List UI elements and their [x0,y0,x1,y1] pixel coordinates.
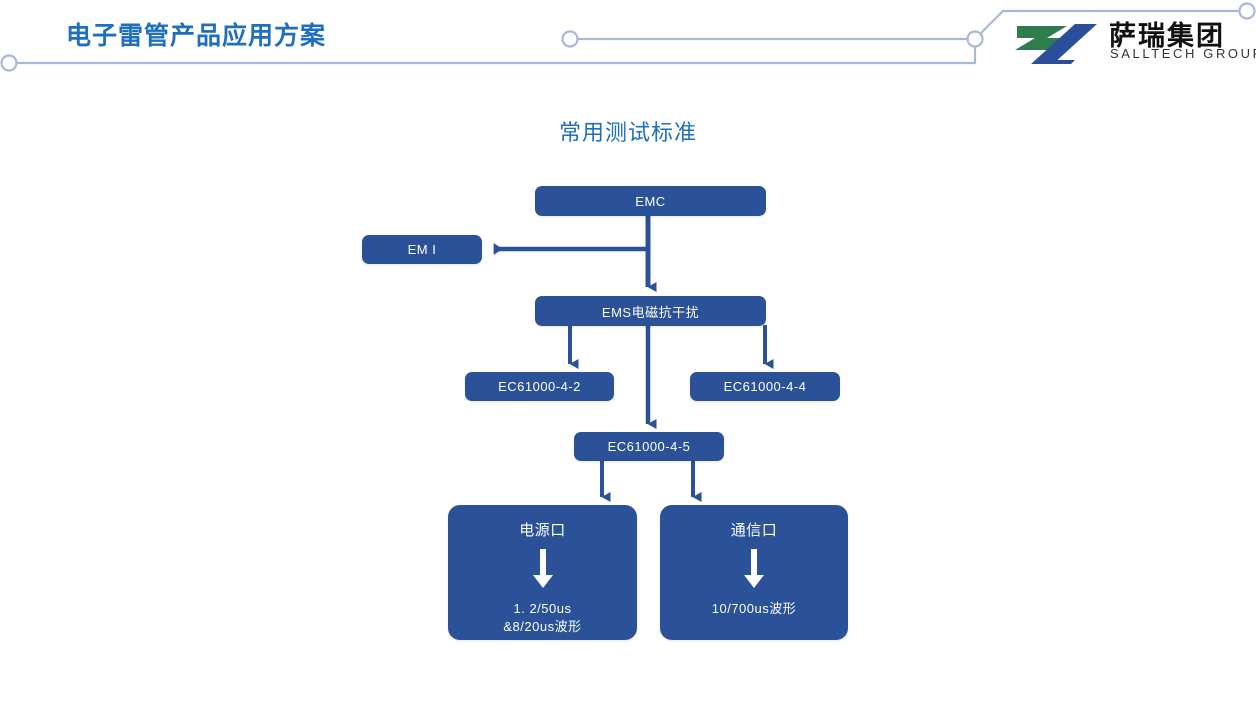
company-logo: 萨瑞集团 SALLTECH GROUP [1013,18,1256,68]
logo-blue-slash [1031,24,1097,64]
node-ec61000-4-4-label: EC61000-4-4 [723,379,807,394]
logo-blue-bar [1043,60,1075,64]
slide-heading: 常用测试标准 [558,120,697,145]
node-emc[interactable]: EMC [535,186,766,216]
node-ec61000-4-2-label: EC61000-4-2 [498,379,581,394]
node-power-port[interactable]: 电源口 1. 2/50us &8/20us波形 [448,505,637,640]
header-circle-junction [966,30,984,48]
node-power-port-detail: 1. 2/50us &8/20us波形 [503,601,582,634]
header-decoration [0,2,1256,72]
header-line-lower [14,37,977,65]
header-circle-right [1238,2,1256,20]
node-emi[interactable]: EM I [362,235,482,264]
node-comm-port[interactable]: 通信口 10/700us波形 [660,505,848,640]
node-comm-port-title: 通信口 [730,522,778,539]
comm-port-down-arrow-icon [743,549,765,589]
node-ems[interactable]: EMS电磁抗干扰 [535,296,766,326]
node-ec61000-4-5[interactable]: EC61000-4-5 [574,432,724,461]
node-comm-port-detail: 10/700us波形 [711,601,797,616]
logo-name-en: SALLTECH GROUP [1110,46,1256,61]
power-port-down-arrow-icon [532,549,554,589]
header-circle-left [0,54,18,72]
page-title: 电子雷管产品应用方案 [66,22,327,50]
logo-name-cn: 萨瑞集团 [1109,21,1225,52]
node-emi-label: EM I [407,242,437,257]
header-circle-middle [561,30,579,48]
node-ec61000-4-4[interactable]: EC61000-4-4 [690,372,840,401]
slide-header: 电子雷管产品应用方案 萨瑞集团 SALLTECH GROUP [0,0,1256,90]
node-power-port-title: 电源口 [519,522,566,539]
node-ec61000-4-2[interactable]: EC61000-4-2 [465,372,614,401]
node-ems-label: EMS电磁抗干扰 [601,304,700,320]
node-ec61000-4-5-label: EC61000-4-5 [607,439,691,454]
node-emc-label: EMC [635,193,666,209]
header-line-upper [974,9,1245,40]
salltech-logo-mark [1015,24,1097,64]
